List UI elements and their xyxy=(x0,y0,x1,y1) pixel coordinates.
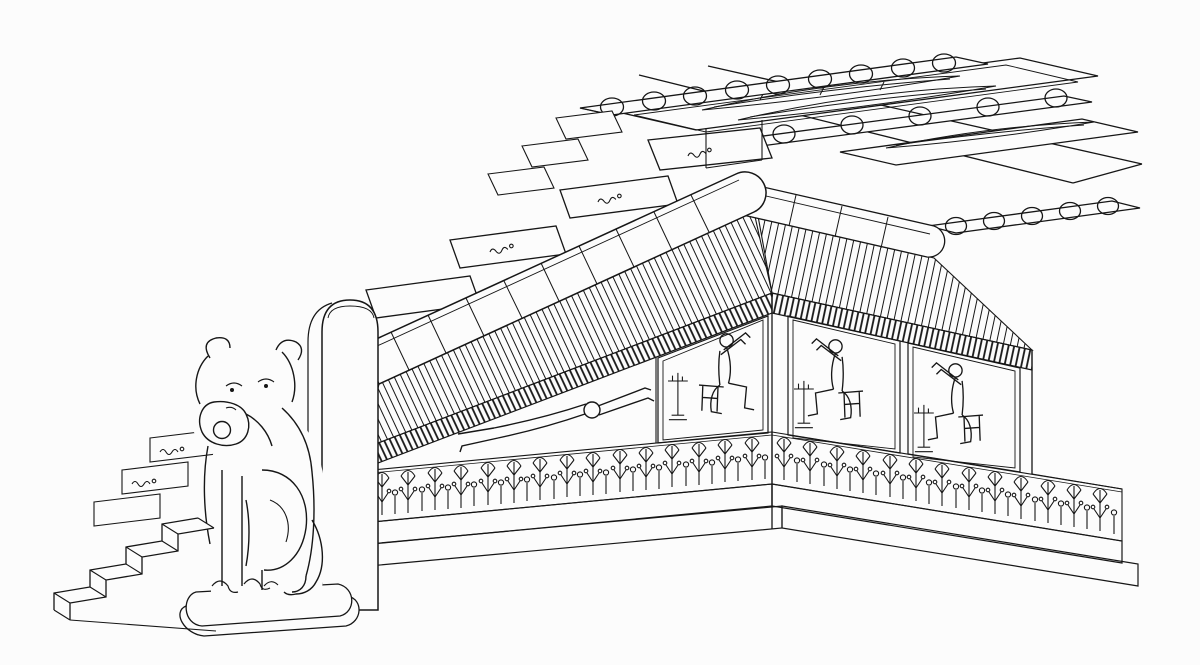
decorated-step-blocks xyxy=(93,429,217,527)
grand-stair-parapet xyxy=(359,171,767,385)
lion-monument xyxy=(53,299,379,637)
adorant-figure xyxy=(698,332,755,415)
walls-and-friezes xyxy=(357,292,1139,587)
grand-staircase xyxy=(359,120,1034,449)
roof-platform xyxy=(487,53,1143,236)
adorant-figure xyxy=(807,338,864,421)
entrance-steps xyxy=(53,517,217,632)
swimming-figure-panel xyxy=(457,357,657,453)
adorant-figure xyxy=(927,362,984,445)
offering-stand xyxy=(913,404,935,453)
offering-slab-large xyxy=(617,57,1099,133)
return-parapet xyxy=(742,183,946,258)
platform-left-steps xyxy=(487,110,623,196)
newel-pillar xyxy=(307,299,379,612)
lion-statue xyxy=(187,337,328,596)
offering-slab-right xyxy=(839,118,1139,166)
column-base-beam-right xyxy=(927,196,1141,236)
offering-stand xyxy=(793,380,815,429)
upper-landing xyxy=(705,120,763,169)
offering-stand xyxy=(667,372,689,421)
